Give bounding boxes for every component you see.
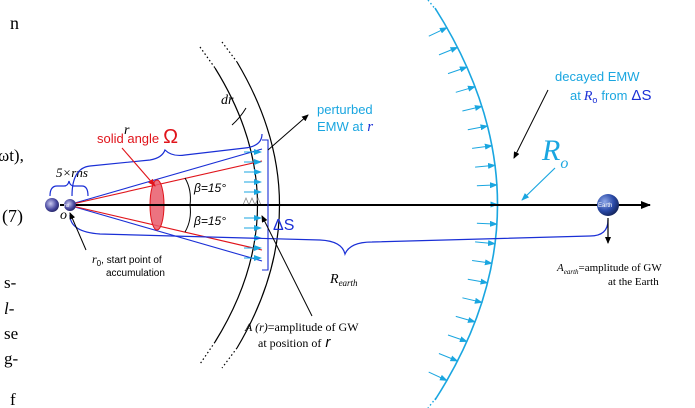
left-text-para-2: l- <box>4 299 15 318</box>
decayed-pointer <box>513 89 549 159</box>
perturbed-label-1: perturbed <box>317 102 373 117</box>
solid-angle-pointer <box>121 147 156 187</box>
decayed-emw-arrow <box>455 315 476 323</box>
beta-arc-lower <box>184 204 191 233</box>
cone-red-lower <box>67 204 263 251</box>
r-brace <box>71 133 263 197</box>
inner-arc-dots-top <box>199 41 238 69</box>
cone-red-upper <box>67 160 263 206</box>
cone-blue-upper <box>67 148 263 206</box>
amp-r-pointer <box>261 215 313 317</box>
earth-sphere-icon <box>597 194 619 216</box>
beta-lower-label: β=15° <box>193 214 226 228</box>
inner-arc-dots-bottom <box>199 341 238 369</box>
amp-earth-label: Aearth=amplitude of GW <box>556 262 662 276</box>
delta-s-bracket <box>262 139 269 271</box>
left-text-para-4: g- <box>4 349 19 368</box>
r0-label-line3: accumulation <box>106 268 165 279</box>
perturbed-pointer <box>267 114 309 151</box>
beta-arc-upper <box>184 177 191 206</box>
decayed-emw-arrow <box>438 46 459 56</box>
five-rns-brace <box>49 180 89 197</box>
left-text-top: n <box>10 13 19 33</box>
neutron-star-icon <box>64 199 76 211</box>
decayed-label-1: decayed EMW <box>555 69 640 84</box>
dr-label: dr <box>221 93 234 108</box>
ns-label: ns <box>64 203 70 209</box>
decayed-emw-arrow <box>472 259 493 266</box>
decayed-emw-arrow <box>447 66 468 75</box>
decayed-emw-arrow <box>438 353 459 362</box>
delta-s-hatch <box>242 196 262 207</box>
amp-earth-label-2: at the Earth <box>608 276 659 288</box>
big-r-label: Ro <box>541 134 568 172</box>
five-rns-label: 5×rns <box>56 165 88 180</box>
decayed-emw-arrow <box>447 334 468 343</box>
r-earth-brace <box>69 214 609 256</box>
left-text-para-5: f <box>10 390 16 408</box>
decayed-emw-arrow <box>476 220 498 227</box>
beta-upper-label: β=15° <box>193 181 226 195</box>
r-earth-label: Rearth <box>329 272 358 288</box>
left-text-formula: ωt), <box>0 146 24 165</box>
decayed-emw-arrow <box>455 85 476 93</box>
delta-s-label: ΔS <box>273 217 294 234</box>
origin-label: o <box>60 208 67 223</box>
r0-pointer <box>69 212 87 251</box>
decayed-emw-arrow <box>462 297 483 304</box>
left-text-para-3: se <box>4 324 18 343</box>
decayed-emw-arrow <box>428 371 448 381</box>
decayed-emw-arrow <box>428 27 448 37</box>
decayed-emw-arrow <box>467 278 489 285</box>
r-label: r <box>124 123 130 138</box>
origin-star-icon <box>45 198 59 212</box>
equation-number: (7) <box>2 206 23 227</box>
decayed-emw-arrow <box>475 162 496 169</box>
cone-blue-lower <box>67 204 263 262</box>
omega-symbol: Ω <box>163 126 178 148</box>
decayed-emw-arrow <box>476 182 498 189</box>
decayed-emw-arrow <box>462 105 483 112</box>
amp-r-label: A (r)=amplitude of GW <box>244 320 359 334</box>
decayed-emw-arrow <box>467 124 489 131</box>
dr-bracket <box>231 107 247 126</box>
big-r-pointer <box>521 167 556 201</box>
left-text-para-1: s- <box>4 273 17 292</box>
decayed-emw-arrow <box>475 240 496 247</box>
r0-label: r0, start point of <box>92 252 162 268</box>
earth-label: Earth <box>598 203 612 209</box>
decayed-emw-arrow <box>472 143 493 150</box>
